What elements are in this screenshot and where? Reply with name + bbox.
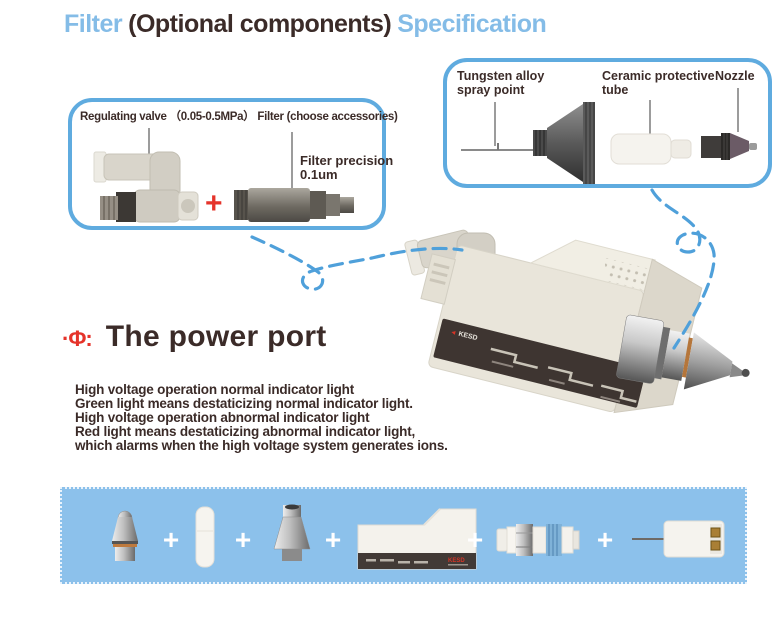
left-box-labels: Regulating valve （0.05-0.5MPa） Filter (c… — [80, 111, 398, 123]
tungsten-needle-image — [461, 143, 537, 151]
description-line: Red light means destaticizing abnormal i… — [75, 424, 416, 439]
components-strip: + + + KESD + — [60, 487, 747, 584]
pressure-range-label: （0.05-0.5MPa） — [169, 111, 255, 123]
leader-line-nozzle — [737, 88, 739, 132]
indicator-description: High voltage operation normal indicator … — [75, 383, 505, 453]
strip-main-unit-image: KESD — [357, 508, 477, 570]
nozzle-image — [701, 133, 757, 160]
filter-accessories-label: Filter (choose accessories) — [257, 111, 398, 123]
power-port-heading: The power port — [105, 320, 327, 353]
title-specification: Specification — [397, 10, 547, 38]
spray-point-holder-image — [533, 102, 595, 184]
description-line: High voltage operation normal indicator … — [75, 382, 355, 397]
regulating-valve-callout: Regulating valve （0.05-0.5MPa） Filter (c… — [68, 98, 398, 230]
spray-point-callout: Tungsten alloy spray point Ceramic prote… — [443, 58, 772, 188]
filter-image — [234, 188, 354, 222]
device-front-panel: ◂ KESD — [433, 318, 647, 408]
description-line: High voltage operation abnormal indicato… — [75, 410, 370, 425]
strip-valve-image — [496, 524, 580, 556]
plus-icon: + — [466, 524, 484, 555]
strip-cone-adapter-image — [273, 504, 311, 561]
page-title: Filter(Optional components)Specification — [64, 10, 547, 39]
nozzle-label: Nozzle — [715, 69, 755, 83]
strip-ceramic-tube-image — [195, 506, 215, 568]
leader-line-filter — [291, 132, 293, 190]
phi-bullet-icon: ·Φ: — [62, 326, 93, 351]
tungsten-label: Tungsten alloy spray point — [457, 69, 545, 97]
strip-emitter-image — [632, 520, 725, 558]
title-filter: Filter — [64, 10, 123, 38]
regulating-valve-label: Regulating valve — [80, 111, 167, 123]
regulating-valve-image — [93, 151, 199, 223]
filter-precision-label: Filter precision 0.1um — [300, 153, 394, 183]
power-port-heading-row: ·Φ: The power port — [62, 320, 327, 354]
strip-nozzle-image — [112, 510, 138, 561]
device-logo: KESD — [458, 331, 479, 342]
plus-icon: + — [596, 524, 614, 555]
leader-line-ceramic — [649, 100, 651, 152]
plus-icon: + — [205, 187, 223, 220]
description-line: which alarms when the high voltage syste… — [75, 438, 448, 453]
plus-icon: + — [324, 524, 342, 555]
ceramic-tube-label: Ceramic protective tube — [602, 69, 715, 97]
plus-icon: + — [234, 524, 252, 555]
strip-unit-logo: KESD — [448, 558, 465, 564]
title-optional-components: (Optional components) — [128, 10, 392, 38]
svg-text:◂: ◂ — [450, 329, 457, 337]
plus-icon: + — [162, 524, 180, 555]
description-line: Green light means destaticizing normal i… — [75, 396, 413, 411]
leader-line-tungsten — [494, 102, 496, 146]
ceramic-tube-image — [610, 133, 692, 165]
